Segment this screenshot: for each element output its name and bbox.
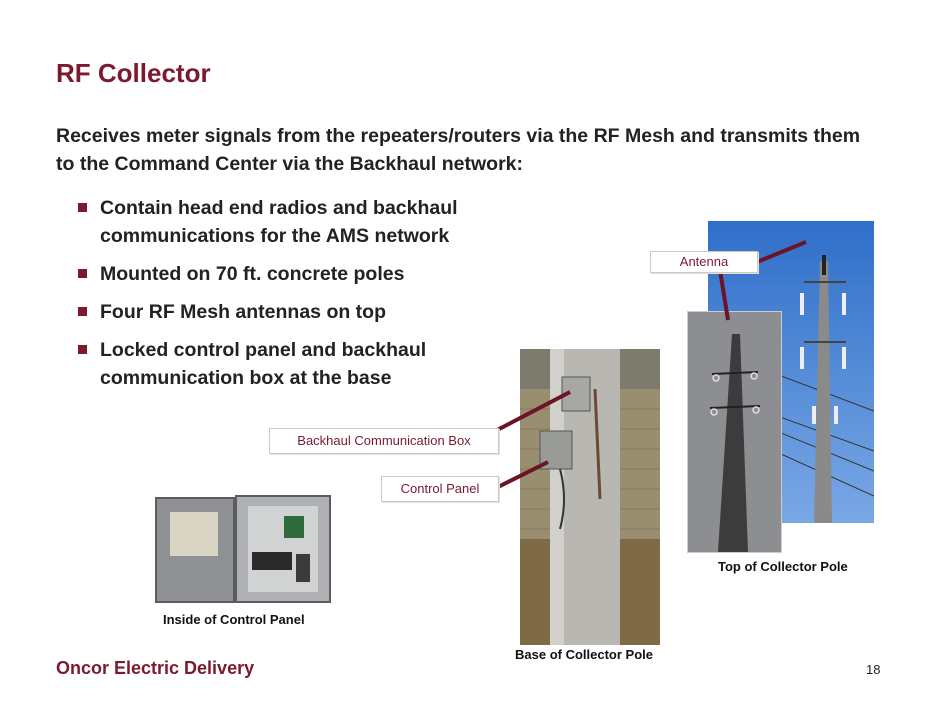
bullet-text: Mounted on 70 ft. concrete poles [100, 263, 405, 285]
callout-backhaul-box: Backhaul Communication Box [269, 428, 499, 454]
bullet-square-icon [78, 269, 87, 278]
pole-top-closeup-photo [687, 311, 782, 553]
bullet-square-icon [78, 203, 87, 212]
bullet-text: Locked control panel and backhaul commun… [100, 339, 427, 389]
control-panel-photo [152, 492, 334, 604]
slide-title: RF Collector [56, 58, 211, 88]
caption-inside-panel: Inside of Control Panel [163, 612, 305, 627]
caption-base-of-pole: Base of Collector Pole [515, 647, 653, 662]
bullet-item: Four RF Mesh antennas on top [74, 298, 554, 326]
bullet-text: Four RF Mesh antennas on top [100, 301, 386, 323]
intro-text: Receives meter signals from the repeater… [56, 125, 861, 175]
callout-control-panel: Control Panel [381, 476, 499, 502]
base-of-pole-photo [520, 349, 660, 645]
bullet-square-icon [78, 307, 87, 316]
bullet-square-icon [78, 345, 87, 354]
bullet-item: Mounted on 70 ft. concrete poles [74, 260, 554, 288]
bullet-item: Locked control panel and backhaul commun… [74, 336, 554, 392]
callout-antenna: Antenna [650, 251, 758, 273]
bullet-item: Contain head end radios and backhaul com… [74, 194, 554, 250]
caption-top-of-pole: Top of Collector Pole [718, 559, 848, 574]
bullet-text: Contain head end radios and backhaul com… [100, 197, 458, 247]
footer-company: Oncor Electric Delivery [56, 658, 255, 678]
page-number: 18 [866, 662, 881, 677]
bullet-list: Contain head end radios and backhaul com… [74, 194, 554, 402]
